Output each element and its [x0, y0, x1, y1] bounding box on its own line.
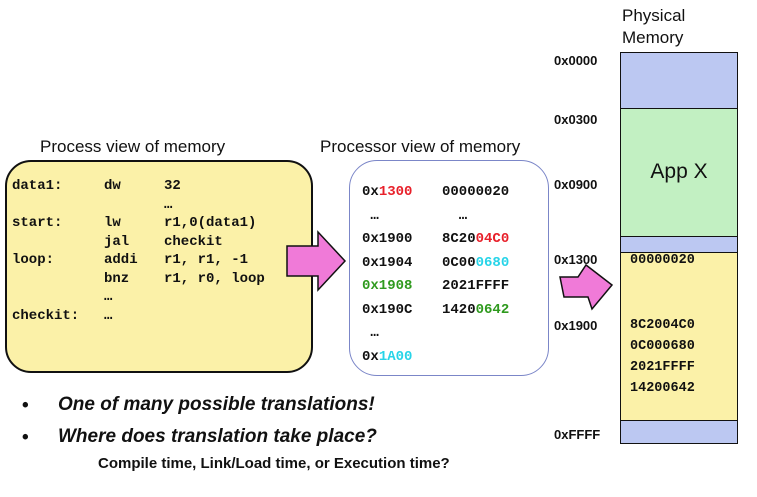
address-part: 0x1900 — [362, 231, 413, 247]
memory-word: … — [442, 208, 467, 224]
word-part: 8C20 — [442, 231, 476, 247]
bullet-text: Where does translation take place? — [58, 426, 377, 447]
address-label: 0x1900 — [554, 318, 598, 333]
memory-word: 14200642 — [442, 302, 509, 318]
word-highlight: 0642 — [475, 301, 510, 318]
address-part: 0x — [362, 184, 379, 200]
address-highlight: 0x1908 — [362, 278, 413, 294]
process-code-listing: data1: dw 32 … start: lw r1,0(data1) jal chec… — [12, 177, 265, 325]
translation-arrow-icon — [286, 230, 347, 292]
processor-row: … — [362, 322, 509, 346]
processor-row: … … — [362, 205, 509, 229]
physical-memory-title-line1: Physical — [622, 6, 686, 25]
memory-segment-process — [620, 252, 738, 422]
virtual-address: 0x1908 — [362, 275, 442, 299]
physical-memory-title-line2: Memory — [622, 28, 684, 47]
memory-word: 2021FFFF — [442, 278, 509, 294]
translation-times-text: Compile time, Link/Load time, or Executi… — [98, 455, 450, 472]
memory-word: 0C000680 — [442, 255, 509, 271]
code-op: lw — [104, 215, 121, 231]
word-highlight: 0680 — [475, 254, 510, 271]
code-args: r1,0(data1) — [164, 215, 257, 231]
code-line: data1: dw 32 — [12, 177, 265, 196]
address-label: 0x0000 — [554, 53, 598, 68]
address-part: … — [362, 325, 379, 341]
processor-row: 0x1908 2021FFFF — [362, 275, 509, 299]
code-args: r1, r0, loop — [164, 270, 265, 287]
mapping-arrow-icon — [559, 263, 614, 311]
app-x-label: App X — [650, 160, 708, 183]
code-op: … — [104, 307, 113, 324]
code-label: checkit: — [12, 307, 80, 324]
code-args: r1, r1, -1 — [164, 252, 249, 268]
code-label: start: — [12, 215, 63, 231]
code-line: … — [12, 288, 265, 307]
code-line: … — [12, 196, 265, 215]
memory-value: 0C000680 — [630, 339, 695, 354]
word-part: 00000020 — [442, 184, 510, 200]
word-part: 0C00 — [442, 254, 476, 271]
processor-view-box — [349, 160, 549, 376]
memory-word: 00000020 — [442, 184, 509, 200]
code-op: bnz — [104, 270, 130, 287]
code-op: jal — [104, 233, 130, 250]
virtual-address: 0x1A00 — [362, 346, 442, 370]
memory-value: 2021FFFF — [630, 360, 695, 375]
code-op: dw — [104, 178, 121, 194]
bullet-text: One of many possible translations! — [58, 394, 375, 415]
bullet-icon: • — [22, 395, 29, 416]
process-view-box — [5, 160, 313, 373]
bullet-icon: • — [22, 427, 29, 448]
processor-view-title: Processor view of memory — [320, 137, 521, 156]
code-label: data1: — [12, 178, 63, 194]
address-label: 0xFFFF — [554, 427, 601, 442]
processor-row: 0x1904 0C000680 — [362, 252, 509, 276]
processor-row: 0x190C 14200642 — [362, 299, 509, 323]
code-line: loop: addi r1, r1, -1 — [12, 251, 265, 270]
address-highlight: 1A00 — [378, 348, 413, 365]
word-highlight: 04C0 — [475, 231, 510, 247]
address-part: 0x190C — [362, 301, 413, 318]
virtual-address: 0x1904 — [362, 252, 442, 276]
process-view-title: Process view of memory — [40, 137, 226, 156]
physical-memory-column: App X 00000020 8C2004C0 0C000680 2021FFF… — [620, 52, 738, 444]
virtual-address: 0x1300 — [362, 181, 442, 205]
memory-segment-0000 — [620, 52, 738, 110]
virtual-address: … — [362, 322, 442, 346]
address-part: 0x — [362, 348, 379, 365]
code-op: addi — [104, 252, 138, 268]
word-part: 1420 — [442, 301, 476, 318]
code-label: loop: — [12, 252, 55, 268]
code-args: 32 — [164, 178, 181, 194]
code-line: start: lw r1,0(data1) — [12, 214, 265, 233]
address-label: 0x0900 — [554, 177, 598, 192]
word-part: 2021FFFF — [442, 278, 510, 294]
memory-segment-top — [620, 420, 738, 444]
virtual-address: 0x190C — [362, 299, 442, 323]
address-label: 0x0300 — [554, 112, 598, 127]
code-op: … — [104, 289, 113, 305]
processor-row: 0x1900 8C2004C0 — [362, 228, 509, 252]
memory-value: 8C2004C0 — [630, 318, 695, 333]
code-line: checkit: … — [12, 307, 265, 326]
memory-word: 8C2004C0 — [442, 231, 509, 247]
address-part: … — [362, 207, 379, 224]
virtual-address: 0x1900 — [362, 228, 442, 252]
memory-value: 00000020 — [630, 253, 695, 268]
address-highlight: 1300 — [378, 184, 413, 200]
address-label: 0x1300 — [554, 252, 598, 267]
address-part: 0x1904 — [362, 254, 413, 271]
word-part: … — [442, 207, 468, 224]
processor-row: 0x1A00 — [362, 346, 509, 370]
code-line: bnz r1, r0, loop — [12, 270, 265, 289]
code-line: jal checkit — [12, 233, 265, 252]
code-args: … — [164, 196, 173, 213]
code-args: checkit — [164, 233, 223, 250]
memory-value: 14200642 — [630, 381, 695, 396]
virtual-address: … — [362, 205, 442, 229]
